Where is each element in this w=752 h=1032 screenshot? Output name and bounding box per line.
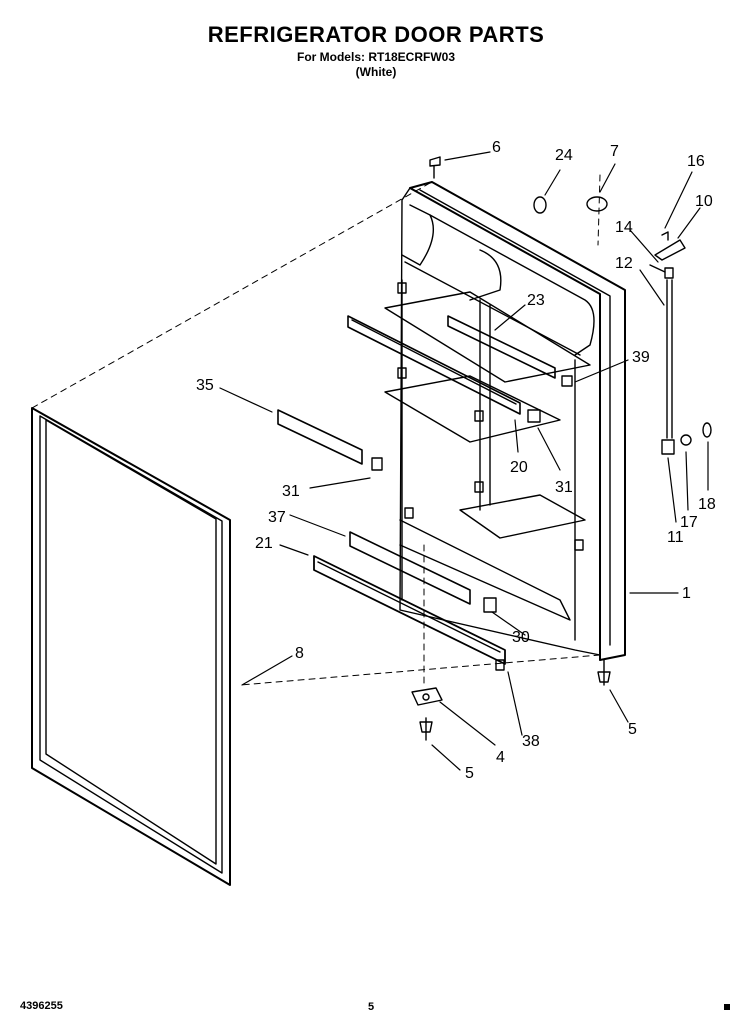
page-number: 5: [368, 1001, 375, 1013]
callout-4: 4: [496, 749, 505, 766]
callout-11: 11: [667, 529, 684, 546]
callout-31-right: 31: [555, 479, 573, 496]
document-number: 4396255: [20, 1000, 63, 1012]
callout-31-left: 31: [282, 483, 300, 500]
callout-37: 37: [268, 509, 286, 526]
callout-labels: 6 24 7 16 10 14 12 23 39 35 20 31 31 18 …: [196, 139, 716, 782]
retainer-bar-35: [277, 409, 363, 465]
callout-39: 39: [632, 349, 650, 366]
callout-10: 10: [695, 193, 713, 210]
callout-16: 16: [687, 153, 705, 170]
callout-21: 21: [255, 535, 273, 552]
callout-5-left: 5: [465, 765, 474, 782]
retainer-bar-37: [349, 531, 471, 605]
color-line: (White): [355, 65, 397, 79]
projection-lines: [31, 174, 601, 689]
callout-23: 23: [527, 292, 545, 309]
callout-5-right: 5: [628, 721, 637, 738]
retainer-bar-23: [447, 315, 556, 379]
callout-20: 20: [510, 459, 528, 476]
end-caps: [371, 375, 573, 671]
callout-7: 7: [610, 143, 619, 160]
page-title: REFRIGERATOR DOOR PARTS: [207, 22, 545, 47]
retainer-bar-20: [347, 315, 521, 415]
callout-12: 12: [615, 255, 633, 272]
callout-18: 18: [698, 496, 716, 513]
models-line: For Models: RT18ECRFW03: [296, 50, 455, 64]
callout-14: 14: [615, 219, 633, 236]
callout-35: 35: [196, 377, 214, 394]
callout-8: 8: [295, 645, 304, 662]
leader-lines: [219, 151, 709, 771]
retainer-bar-21: [313, 555, 506, 665]
corner-mark: [724, 1004, 730, 1010]
door-gasket: [31, 407, 231, 886]
hardware: [411, 156, 712, 741]
callout-17: 17: [680, 514, 698, 531]
door-liner: [384, 181, 626, 661]
callout-24: 24: [555, 147, 573, 164]
callout-38: 38: [522, 733, 540, 750]
callout-30: 30: [512, 629, 530, 646]
callout-6: 6: [492, 139, 501, 156]
callout-1: 1: [682, 585, 691, 602]
